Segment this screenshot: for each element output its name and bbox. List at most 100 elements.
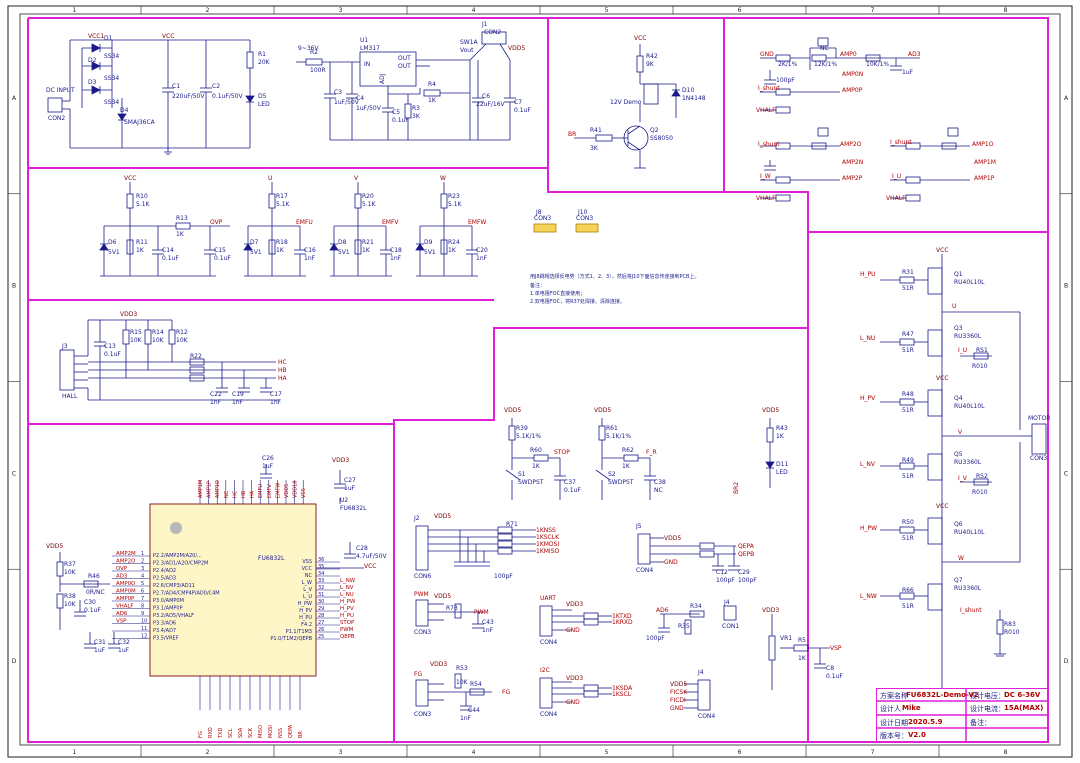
svg-text:R54: R54 <box>470 681 482 688</box>
mcu-pin-net: HB <box>241 490 247 498</box>
svg-text:R14: R14 <box>152 329 164 336</box>
svg-text:0.1uF: 0.1uF <box>564 487 581 494</box>
svg-text:22uF/16V: 22uF/16V <box>476 101 506 108</box>
svg-text:1KSCL: 1KSCL <box>612 691 632 698</box>
jumper-note-1: 用J8跳帽选择反电势（方式1、2、3），然后将J10下面信息传连接到PCB上。 <box>530 273 699 280</box>
svg-text:5.1K: 5.1K <box>362 201 377 208</box>
svg-text:C19: C19 <box>232 391 244 398</box>
mcu-pin-net: L_NW <box>340 578 356 584</box>
svg-text:0.1uF/50V: 0.1uF/50V <box>212 93 243 100</box>
grid-col-bottom: 3 <box>339 749 343 756</box>
amp-block <box>760 37 970 202</box>
grid-row-left: D <box>12 658 17 665</box>
svg-text:CON4: CON4 <box>698 713 715 720</box>
grid-row-right: D <box>1064 658 1069 665</box>
svg-text:GND: GND <box>670 705 684 712</box>
mcu-pin-number: 29 <box>318 606 324 612</box>
mcu-pin-function: L_W <box>302 580 312 586</box>
svg-text:AMP1O: AMP1O <box>972 141 994 148</box>
svg-text:12K/1%: 12K/1% <box>814 61 837 68</box>
mcu-pin-net: AMP0P <box>116 596 135 602</box>
svg-text:HA: HA <box>278 375 288 382</box>
mcu-pin-net: AMP0O <box>116 581 135 587</box>
mcu-pin-number: 8 <box>141 604 144 610</box>
grid-col-bottom: 6 <box>738 749 742 756</box>
svg-text:R53: R53 <box>456 665 468 672</box>
svg-text:1KSDA: 1KSDA <box>612 685 633 692</box>
svg-text:100R: 100R <box>310 67 326 74</box>
svg-text:CON3: CON3 <box>414 711 431 718</box>
svg-text:1KTXD: 1KTXD <box>612 613 632 620</box>
mcu-pin-number: 2 <box>141 559 144 565</box>
svg-text:J3: J3 <box>61 343 68 350</box>
svg-text:J4: J4 <box>697 669 704 676</box>
svg-text:C12: C12 <box>716 569 728 576</box>
svg-text:Vout: Vout <box>460 47 474 54</box>
svg-text:1nF: 1nF <box>482 627 494 634</box>
svg-text:220uF/50V: 220uF/50V <box>172 93 205 100</box>
mcu-block <box>56 464 364 677</box>
svg-text:51R: 51R <box>902 603 914 610</box>
svg-text:1KMISO: 1KMISO <box>536 548 560 555</box>
svg-text:Q3: Q3 <box>954 325 963 332</box>
svg-text:U: U <box>268 175 272 182</box>
svg-text:PWM: PWM <box>474 609 489 616</box>
svg-text:AMP2P: AMP2P <box>842 175 863 182</box>
svg-text:L_NU: L_NU <box>860 335 875 342</box>
mcu-pin-net: MISO <box>258 725 264 738</box>
svg-text:EMFU: EMFU <box>296 219 313 226</box>
mcu-pin-net: SCL <box>228 728 234 738</box>
svg-text:LED: LED <box>776 469 788 476</box>
svg-text:VDD5: VDD5 <box>594 407 611 414</box>
svg-text:R010: R010 <box>1004 629 1020 636</box>
svg-text:VDD5: VDD5 <box>434 593 451 600</box>
section-frames <box>27 17 1049 743</box>
svg-text:1uF: 1uF <box>344 485 356 492</box>
mcu-pin-number: 27 <box>318 620 324 626</box>
svg-text:HB: HB <box>278 367 287 374</box>
svg-text:AMP0N: AMP0N <box>842 71 863 78</box>
svg-text:V: V <box>354 175 359 182</box>
mcu-pin-net: BR <box>298 731 304 738</box>
svg-text:VDD3: VDD3 <box>566 675 583 682</box>
svg-text:VDD5: VDD5 <box>664 535 681 542</box>
svg-text:1K: 1K <box>428 97 437 104</box>
svg-text:D2: D2 <box>88 57 97 64</box>
svg-text:CON2: CON2 <box>484 29 501 36</box>
mcu-pin-function: P2.2/AMP2M/A20/... <box>153 553 202 559</box>
svg-text:C5: C5 <box>392 109 400 116</box>
svg-text:AMP0P: AMP0P <box>842 87 863 94</box>
svg-text:100pF: 100pF <box>738 577 757 584</box>
jumper-note-4: 2.双电阻FOC，将R37处焊接，清除连接。 <box>530 298 625 305</box>
svg-text:CON1: CON1 <box>722 623 739 630</box>
grid-col-bottom: 1 <box>73 749 77 756</box>
svg-text:D11: D11 <box>776 461 788 468</box>
svg-text:RS1: RS1 <box>976 347 988 354</box>
svg-text:0.1uF: 0.1uF <box>84 607 101 614</box>
svg-text:C31: C31 <box>94 639 106 646</box>
svg-text:BR2: BR2 <box>733 482 740 494</box>
svg-text:1KNSS: 1KNSS <box>536 527 556 534</box>
designer-label: 设计人 <box>880 705 901 713</box>
grid-col-top: 3 <box>339 7 343 14</box>
svg-text:I_shunt: I_shunt <box>890 139 912 146</box>
svg-text:5.1K: 5.1K <box>136 201 151 208</box>
mcu-pin-net: AMP1M <box>198 480 204 498</box>
mcu-pin-net: AD6 <box>116 611 128 617</box>
svg-text:2K/1%: 2K/1% <box>778 61 798 68</box>
svg-text:0.1uF: 0.1uF <box>826 673 843 680</box>
svg-text:1nF: 1nF <box>390 255 402 262</box>
svg-text:100pF: 100pF <box>646 635 665 642</box>
svg-text:R5: R5 <box>798 637 806 644</box>
svg-text:0.1uF: 0.1uF <box>214 255 231 262</box>
svg-text:J10: J10 <box>577 209 588 216</box>
svg-text:R66: R66 <box>902 587 914 594</box>
svg-text:1K: 1K <box>276 247 285 254</box>
mcu-pin-number: 33 <box>318 578 324 584</box>
grid-row-left: B <box>12 283 16 290</box>
svg-text:FICSK: FICSK <box>670 689 688 696</box>
svg-text:GND: GND <box>566 699 580 706</box>
svg-text:51R: 51R <box>902 347 914 354</box>
svg-text:SS34: SS34 <box>104 99 119 106</box>
mcu-pin-net: EMFU <box>258 484 264 498</box>
